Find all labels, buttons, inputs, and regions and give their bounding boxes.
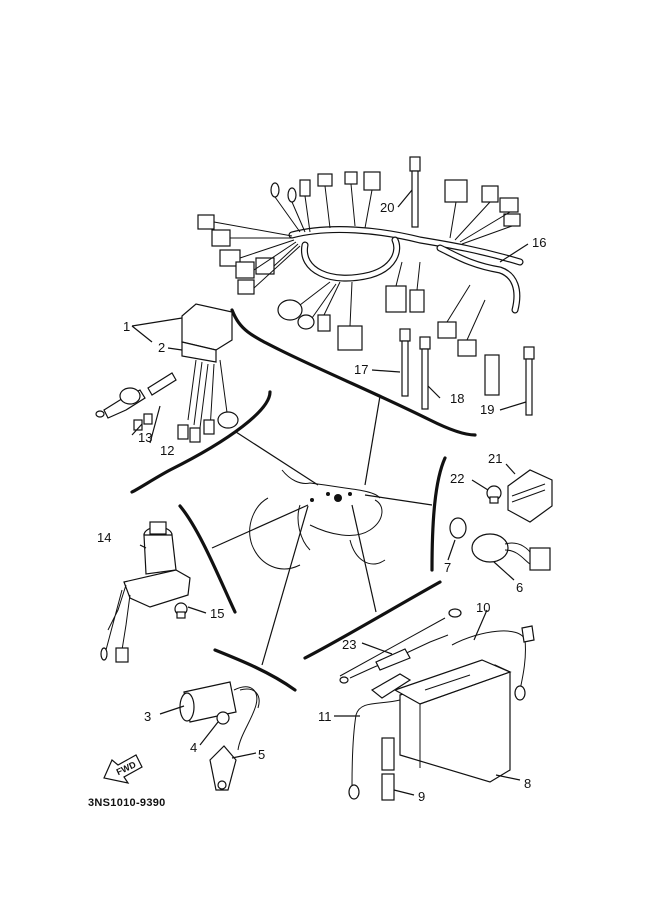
callout-2: 2 [158, 340, 165, 355]
tie-band-20 [409, 156, 421, 228]
callout-21: 21 [488, 451, 502, 466]
diagram-code: 3NS1010-9390 [88, 797, 166, 809]
tie-bands [399, 156, 535, 416]
mount-point [334, 494, 342, 502]
pickup-coil [449, 517, 551, 571]
callout-14: 14 [97, 530, 111, 545]
callout-17: 17 [354, 362, 368, 377]
harness-left-connectors [197, 214, 301, 295]
wire-harness [197, 171, 524, 357]
battery-assembly [339, 608, 535, 801]
callout-1: 1 [123, 319, 130, 334]
fwd-arrow: FWD [103, 754, 143, 784]
callout-23: 23 [342, 637, 356, 652]
ignition-coil [179, 681, 260, 791]
connector-block [484, 354, 500, 396]
callout-7: 7 [444, 560, 451, 575]
tie-band-17 [399, 328, 411, 397]
harness-top-connectors [270, 171, 381, 233]
callout-4: 4 [190, 740, 197, 755]
callout-numbers: 1 2 3 4 5 6 7 8 9 10 11 12 13 14 15 16 1… [97, 200, 546, 804]
callout-16: 16 [532, 235, 546, 250]
callout-19: 19 [480, 402, 494, 417]
callout-6: 6 [516, 580, 523, 595]
callout-11: 11 [318, 709, 332, 724]
callout-9: 9 [418, 789, 425, 804]
harness-right-connectors [444, 179, 521, 245]
group-brackets [130, 308, 477, 692]
rectifier-regulator [486, 469, 553, 523]
fuse-holder [95, 372, 177, 431]
main-switch [100, 521, 191, 663]
callout-15: 15 [210, 606, 224, 621]
tie-band-19 [523, 346, 535, 416]
callout-8: 8 [524, 776, 531, 791]
callout-22: 22 [450, 471, 464, 486]
callout-13: 13 [138, 430, 152, 445]
harness-lower-connectors [277, 261, 486, 357]
callout-18: 18 [450, 391, 464, 406]
callout-20: 20 [380, 200, 394, 215]
starter-relay [177, 303, 239, 443]
callout-5: 5 [258, 747, 265, 762]
tie-band-18 [419, 336, 431, 410]
callout-10: 10 [476, 600, 490, 615]
callout-12: 12 [160, 443, 174, 458]
pointer-lines [211, 395, 433, 666]
callout-3: 3 [144, 709, 151, 724]
leader-lines [131, 189, 529, 796]
